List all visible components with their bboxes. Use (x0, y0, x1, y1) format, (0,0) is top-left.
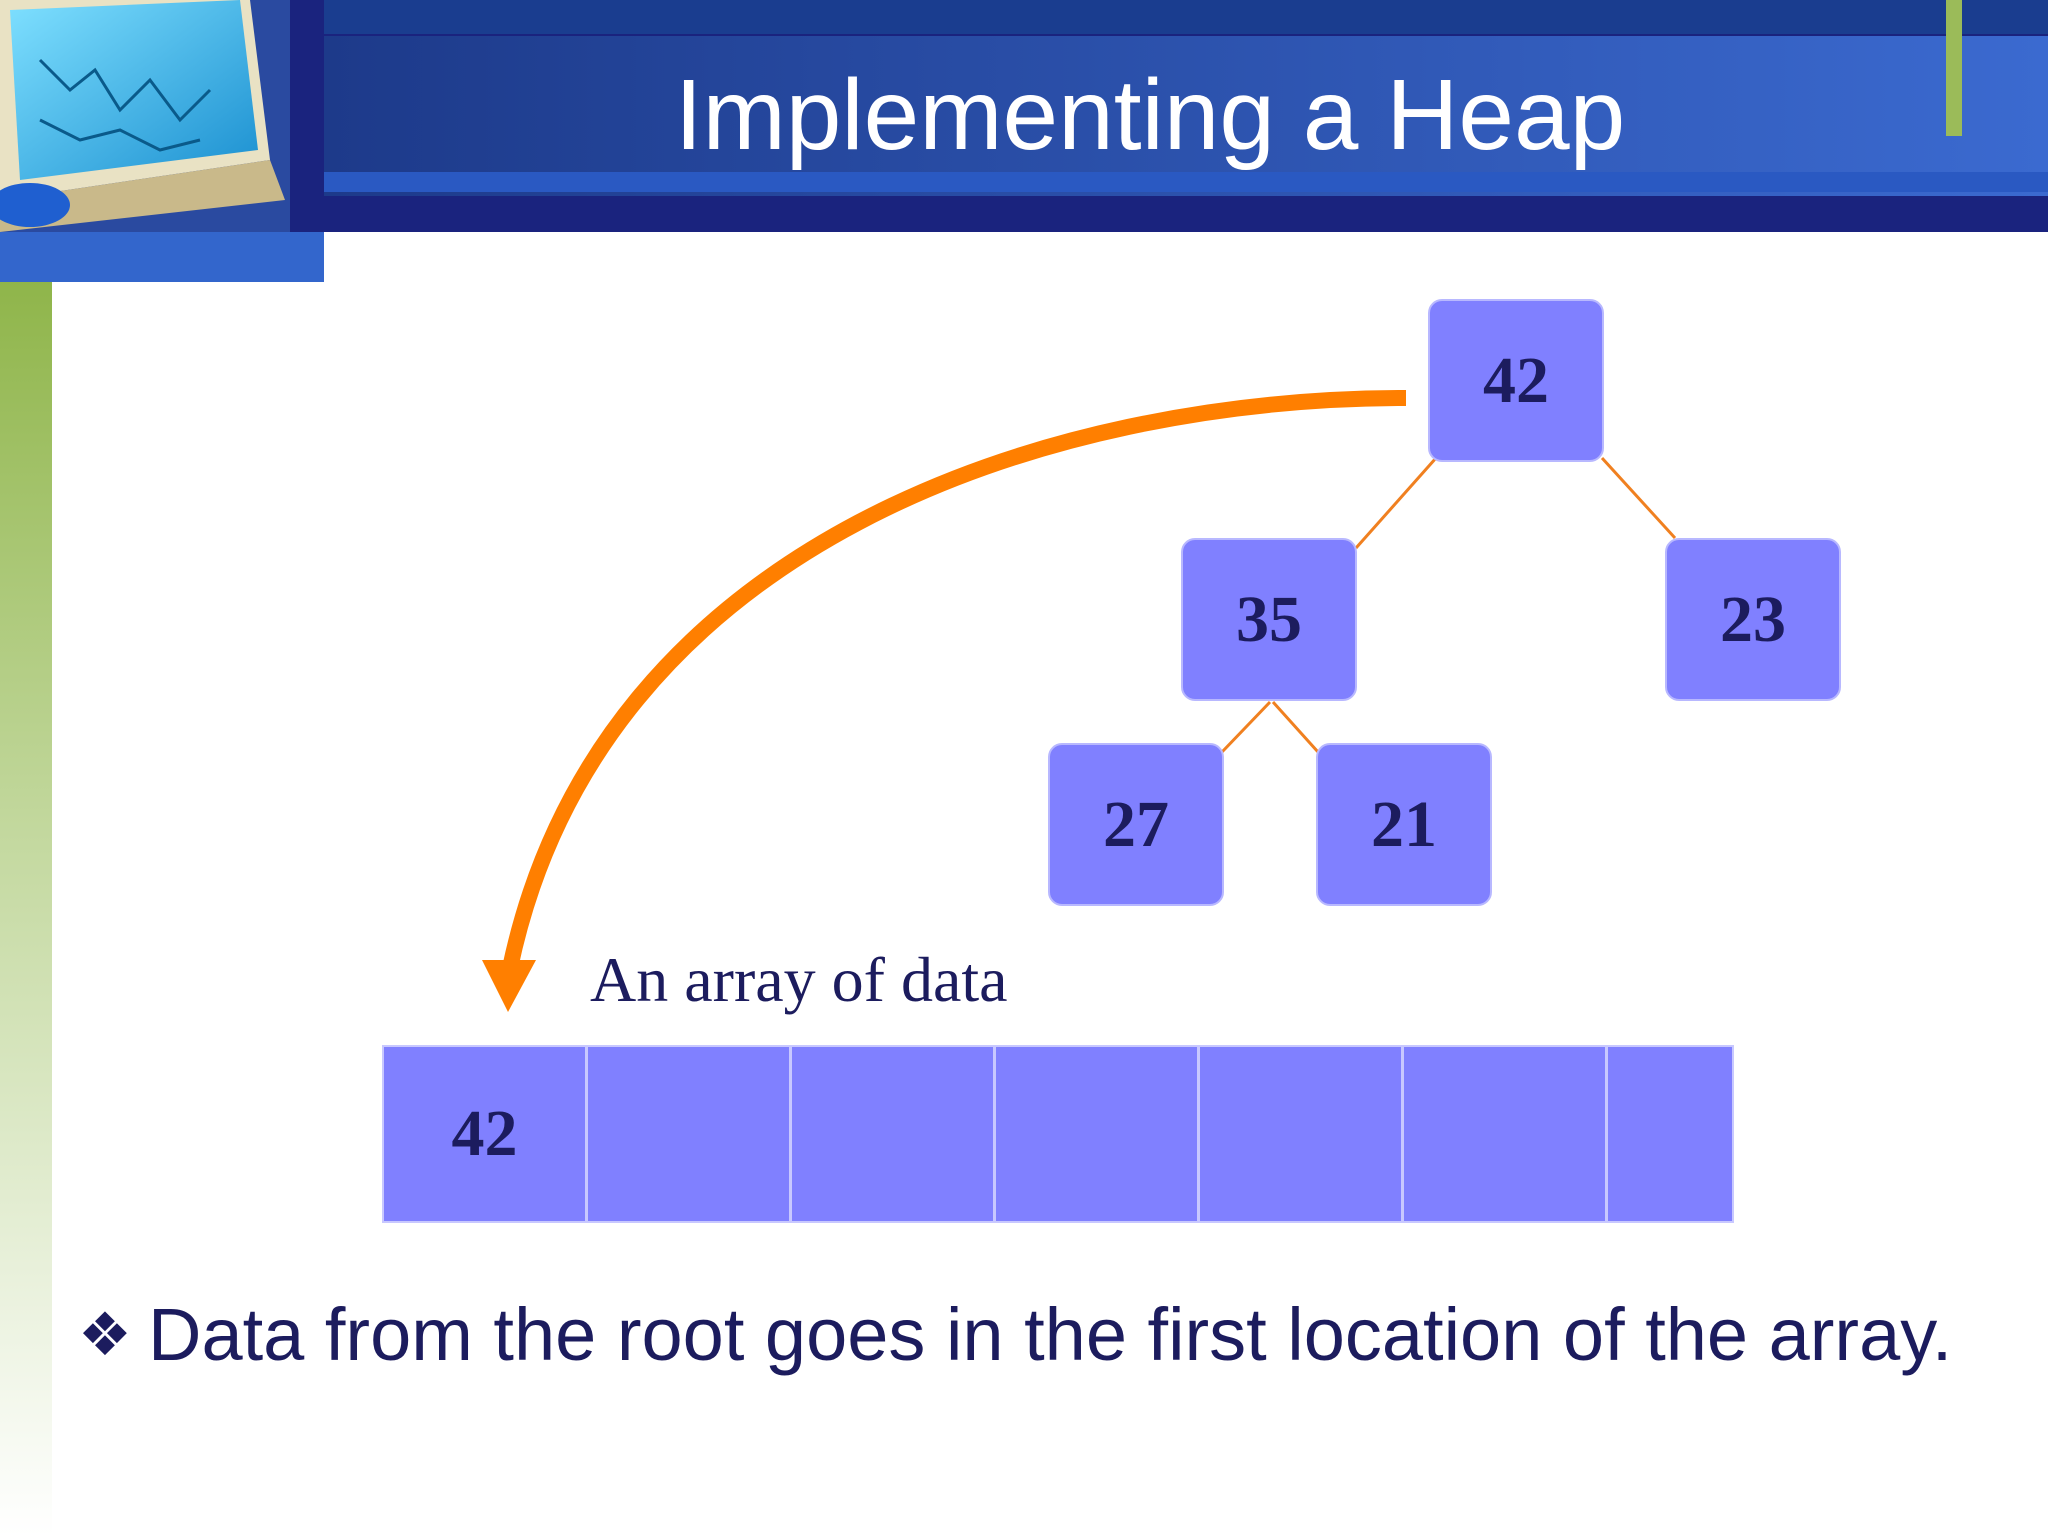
data-array: 42 (382, 1045, 1734, 1223)
accent-bar (1946, 0, 1962, 136)
tree-node-left: 35 (1181, 538, 1357, 701)
side-strip (0, 280, 52, 1536)
computer-image (0, 0, 290, 232)
edge-root-left (1354, 457, 1438, 549)
edge-root-right (1600, 456, 1677, 540)
array-cell (1200, 1047, 1404, 1221)
array-cell (588, 1047, 792, 1221)
bullet-text: Data from the root goes in the first loc… (148, 1293, 1953, 1376)
edge-left-leftright (1271, 700, 1320, 754)
tree-node-root: 42 (1428, 299, 1604, 462)
header-tab (0, 232, 324, 282)
array-cell (996, 1047, 1200, 1221)
array-cell (792, 1047, 996, 1221)
diamond-bullet-icon: ❖ (78, 1300, 132, 1370)
array-cell: 42 (384, 1047, 588, 1221)
tree-node-left-right: 21 (1316, 743, 1492, 906)
title-bar (324, 36, 2048, 196)
array-cell (1608, 1047, 1732, 1221)
tree-node-right: 23 (1665, 538, 1841, 701)
edge-left-leftleft (1220, 700, 1272, 754)
array-caption: An array of data (590, 944, 1008, 1015)
slide-title: Implementing a Heap (674, 59, 1626, 171)
tree-node-left-left: 27 (1048, 743, 1224, 906)
arrow-root-to-array (482, 390, 1407, 1012)
tree-edges (1220, 456, 1677, 754)
array-cell (1404, 1047, 1608, 1221)
